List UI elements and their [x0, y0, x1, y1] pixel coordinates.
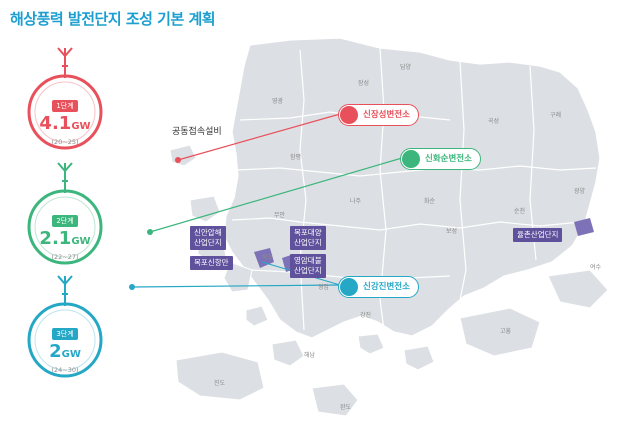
- region-label: 곡성: [488, 118, 500, 125]
- region-label: 광양: [574, 188, 586, 195]
- stage-2-label: 2단계 2.1GW (22~27): [25, 208, 105, 261]
- region-label: 무안: [274, 212, 286, 219]
- connection-line-stage1: [177, 113, 341, 161]
- substation-icon: [340, 278, 358, 296]
- substation-shinhwasun: 신화순변전소: [400, 148, 481, 170]
- stage-3-label: 3단계 2GW (24~30): [25, 321, 105, 374]
- connection-dot-stage1: [175, 157, 181, 163]
- stage-3-pill: 3단계: [52, 328, 78, 340]
- region-label: 진도: [214, 380, 226, 387]
- region-label: 장성: [358, 80, 370, 87]
- connection-dot-stage3: [129, 284, 135, 290]
- region-label: 순천: [514, 208, 526, 215]
- stage-2-pill: 2단계: [52, 215, 78, 227]
- site-yeongam-daebul: 영암대불 산업단지: [290, 254, 326, 278]
- common-connection-label: 공동접속설비: [172, 127, 222, 137]
- stage-1-pill: 1단계: [52, 100, 78, 112]
- islands: [169, 144, 609, 417]
- region-label: 보성: [446, 228, 458, 235]
- connection-line-stage2: [149, 157, 403, 233]
- substation-shingangjin: 신강진변전소: [338, 276, 419, 298]
- site-mokpo-new-port: 목포신항만: [190, 256, 233, 270]
- stage-1-years: (20~25): [51, 138, 79, 146]
- stage-2-capacity: 2.1GW: [39, 228, 91, 249]
- region-label: 영광: [272, 98, 284, 105]
- stage-1-label: 1단계 4.1GW (20~25): [25, 93, 105, 146]
- region-label: 구례: [550, 112, 562, 119]
- stage-3-years: (24~30): [51, 366, 79, 374]
- region-label: 담양: [400, 64, 412, 71]
- site-mokpo-daeyang: 목포대양 산업단지: [290, 226, 326, 250]
- stage-1-capacity: 4.1GW: [39, 113, 91, 134]
- region-label: 영암: [318, 284, 330, 291]
- connection-line-stage3: [131, 284, 341, 288]
- region-label: 목포: [262, 254, 274, 261]
- stage-3-ring: [27, 275, 103, 378]
- substation-shinjangseong: 신장성변전소: [338, 104, 419, 126]
- stage-2-ring: [27, 162, 103, 265]
- stage-2-years: (22~27): [51, 253, 79, 261]
- substation-icon: [402, 150, 420, 168]
- region-label: 화순: [424, 198, 436, 205]
- wind-turbine-icon: [57, 162, 73, 193]
- wind-turbine-icon: [57, 47, 73, 78]
- region-label: 여수: [590, 264, 602, 271]
- substation-icon: [340, 106, 358, 124]
- site-yulchon: 율촌산업단지: [513, 228, 563, 242]
- region-label: 고흥: [500, 328, 512, 335]
- region-label: 나주: [350, 198, 362, 205]
- wind-turbine-icon: [57, 275, 73, 306]
- region-label: 강진: [360, 312, 372, 319]
- stage-1-ring: [27, 47, 103, 150]
- region-label: 함평: [290, 154, 302, 161]
- stage-3-capacity: 2GW: [49, 341, 81, 362]
- connection-dot-stage2: [147, 229, 153, 235]
- page-title: 해상풍력 발전단지 조성 기본 계획: [10, 10, 216, 28]
- region-label: 완도: [340, 404, 352, 411]
- site-sinan-aphae: 신안압해 산업단지: [190, 226, 226, 250]
- region-label: 해남: [304, 352, 316, 359]
